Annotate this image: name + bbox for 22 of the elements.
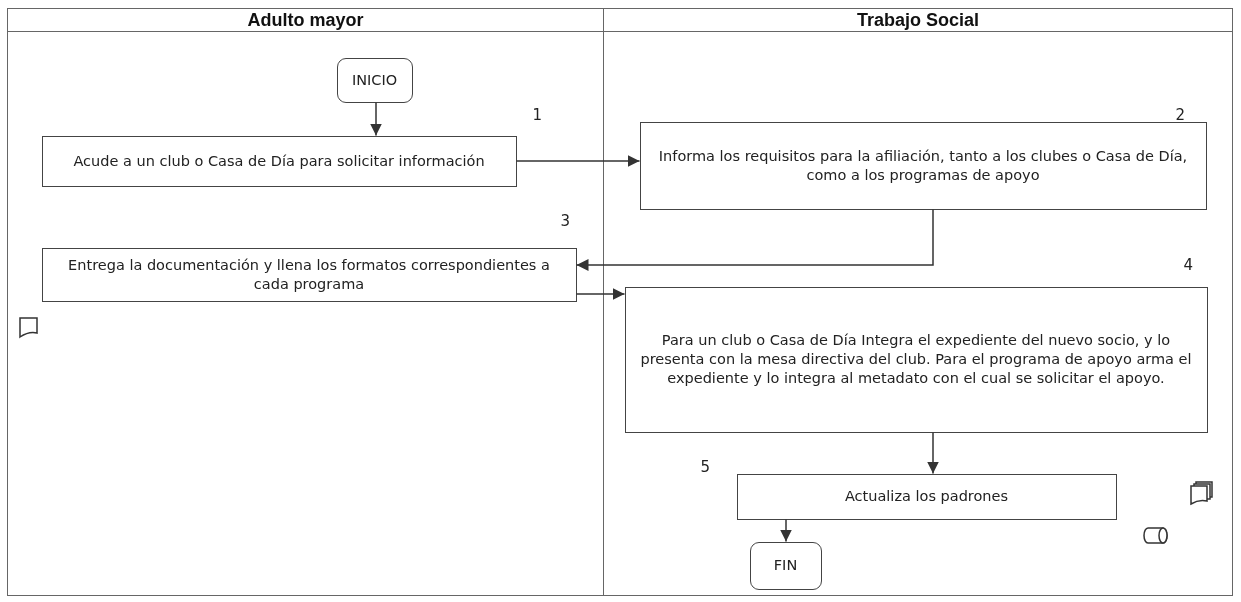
process-box: Acude a un club o Casa de Día para solicitar información bbox=[41, 135, 517, 187]
process-box: Para un club o Casa de Día Integra el expediente del nuevo socio, y lo presenta con la mesa directiva del club. Para el programa de apoyo arma el expediente y lo integra al metadato con el cual se solicitar el apoyo. bbox=[624, 286, 1208, 433]
step-number: 4 bbox=[1183, 255, 1194, 274]
process-box: Actualiza los padrones bbox=[736, 473, 1117, 520]
arrow bbox=[927, 431, 939, 475]
step-number: 3 bbox=[560, 211, 571, 230]
swimlane bbox=[603, 8, 1233, 596]
swimlane bbox=[7, 8, 604, 596]
lane-header: Adulto mayor bbox=[8, 9, 603, 32]
lane-header: Trabajo Social bbox=[604, 9, 1232, 32]
terminator-box: FIN bbox=[749, 541, 822, 590]
terminator-box: INICIO bbox=[336, 57, 413, 103]
arrow bbox=[575, 288, 626, 300]
step-number: 1 bbox=[532, 105, 543, 124]
arrow bbox=[575, 208, 934, 271]
arrow bbox=[515, 155, 641, 167]
step-number: 2 bbox=[1175, 105, 1186, 124]
step-number: 5 bbox=[700, 457, 711, 476]
arrow bbox=[780, 518, 792, 543]
process-box: Informa los requisitos para la afiliación, tanto a los clubes o Casa de Día, como a los programas de apoyo bbox=[639, 121, 1207, 210]
arrow bbox=[370, 101, 382, 137]
process-box: Entrega la documentación y llena los formatos correspondientes a cada programa bbox=[41, 247, 577, 302]
